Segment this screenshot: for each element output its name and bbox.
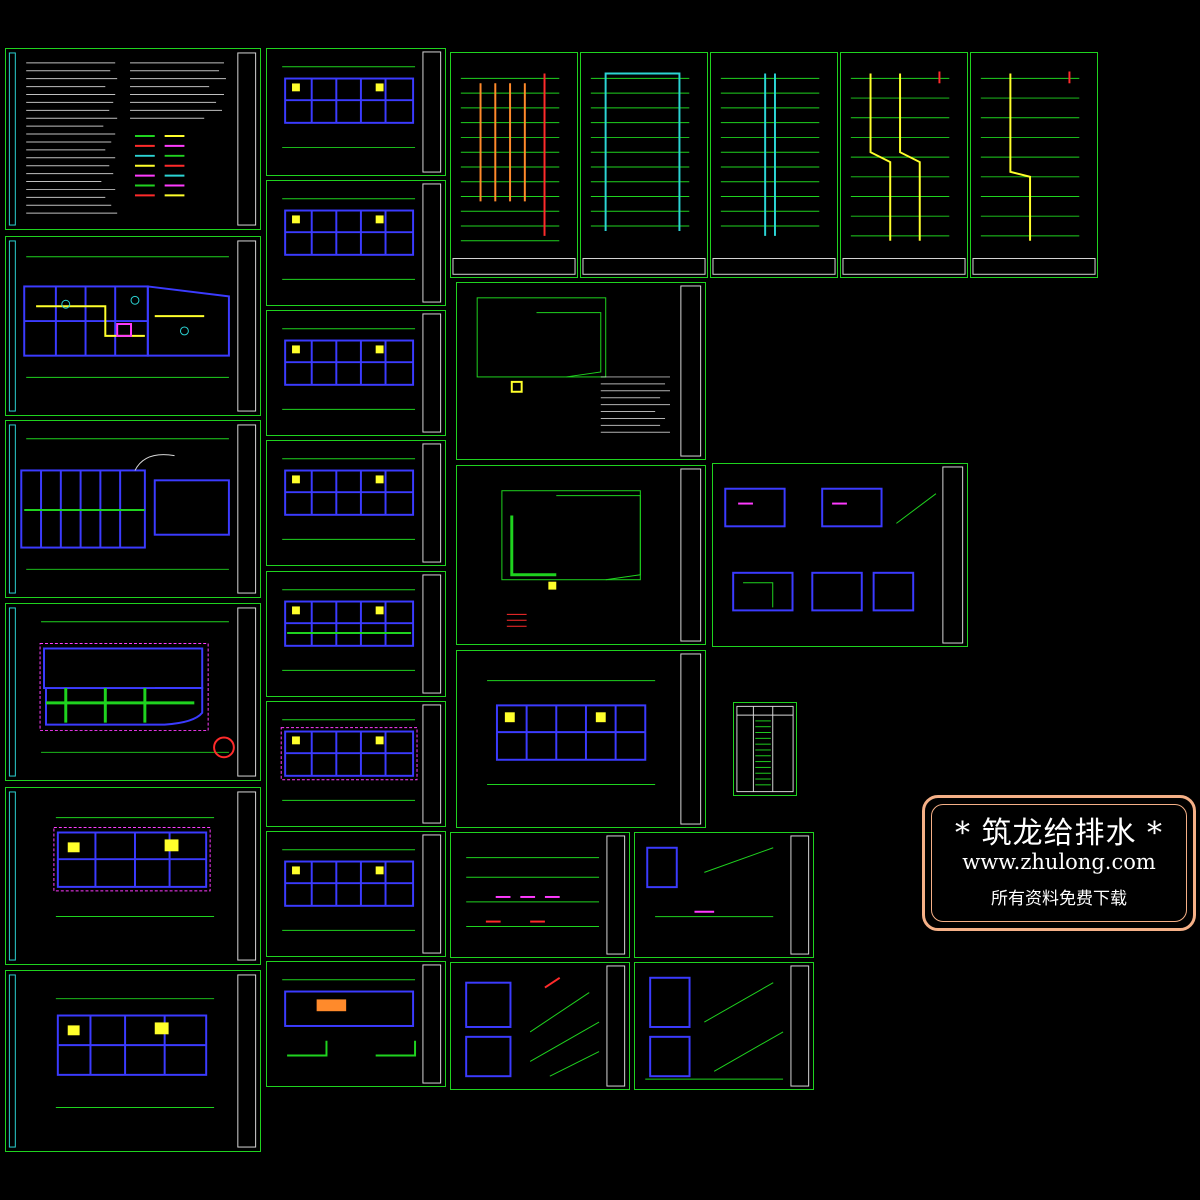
drawing-sheet-material-schedule[interactable] xyxy=(733,702,797,796)
floor-plan-drawing xyxy=(282,313,442,433)
drawing-sheet-typical-floor-1[interactable] xyxy=(266,48,446,176)
detail-drawing xyxy=(724,466,964,644)
floor-plan-drawing xyxy=(8,974,257,1148)
drawing-sheet-detail-3[interactable] xyxy=(450,962,630,1090)
drawing-sheet-riser-5[interactable] xyxy=(970,52,1098,278)
floor-plan-drawing xyxy=(487,653,702,825)
drawing-sheet-detail-4[interactable] xyxy=(634,962,814,1090)
drawing-sheet-floor-plan-5[interactable] xyxy=(5,970,261,1152)
drawing-sheet-riser-4[interactable] xyxy=(840,52,968,278)
detail-drawing xyxy=(465,965,626,1087)
drawing-sheet-detail-2[interactable] xyxy=(634,832,814,958)
pump-room-drawing xyxy=(476,285,702,457)
pump-room-drawing xyxy=(501,468,702,642)
detail-drawing xyxy=(646,835,810,955)
drawing-sheet-roof-plan[interactable] xyxy=(266,961,446,1087)
drawing-sheet-typical-floor-7[interactable] xyxy=(266,831,446,957)
floor-plan-drawing xyxy=(282,834,442,954)
detail-drawing xyxy=(466,835,626,955)
riser-diagram-drawing xyxy=(972,71,1096,275)
drawing-sheet-detail-1[interactable] xyxy=(450,832,630,958)
riser-diagram-drawing xyxy=(582,72,706,275)
floor-plan-drawing xyxy=(8,424,257,594)
drawing-sheet-pump-room-1[interactable] xyxy=(456,282,706,460)
riser-diagram-drawing xyxy=(842,71,966,275)
drawing-sheet-design-notes[interactable] xyxy=(5,48,261,230)
zhulong-watermark-banner[interactable]: * 筑龙给排水 * www.zhulong.com 所有资料免费下载 xyxy=(922,795,1196,931)
watermark-tagline: 所有资料免费下载 xyxy=(991,889,1127,909)
watermark-title: * 筑龙给排水 * xyxy=(954,816,1164,851)
schedule-drawing xyxy=(736,705,794,793)
watermark-url[interactable]: www.zhulong.com xyxy=(962,850,1156,874)
drawing-sheet-floor-plan-2[interactable] xyxy=(5,420,261,598)
detail-drawing xyxy=(645,965,810,1087)
floor-plan-drawing xyxy=(282,443,442,563)
drawing-sheet-typical-floor-5[interactable] xyxy=(266,571,446,697)
drawing-sheet-typical-floor-3[interactable] xyxy=(266,310,446,436)
drawing-sheet-typical-floor-4[interactable] xyxy=(266,440,446,566)
floor-plan-drawing xyxy=(8,607,257,777)
floor-plan-drawing xyxy=(8,240,257,412)
drawing-sheet-floor-plan-1[interactable] xyxy=(5,236,261,416)
drawing-sheet-floor-plan-4[interactable] xyxy=(5,787,261,965)
drawing-sheet-pump-details[interactable] xyxy=(712,463,968,647)
drawing-sheet-riser-1[interactable] xyxy=(450,52,578,278)
drawing-sheet-typical-floor-6[interactable] xyxy=(266,701,446,827)
floor-plan-drawing xyxy=(282,51,442,173)
design-notes-drawing xyxy=(8,52,257,226)
floor-plan-drawing xyxy=(282,964,442,1084)
floor-plan-drawing xyxy=(282,183,442,303)
floor-plan-drawing xyxy=(8,791,257,961)
riser-diagram-drawing xyxy=(452,73,576,275)
drawing-sheet-pump-room-2[interactable] xyxy=(456,465,706,645)
drawing-sheet-floor-plan-6[interactable] xyxy=(456,650,706,828)
floor-plan-drawing xyxy=(282,574,442,694)
watermark-inner-border xyxy=(931,804,1187,922)
drawing-sheet-riser-2[interactable] xyxy=(580,52,708,278)
drawing-sheet-typical-floor-2[interactable] xyxy=(266,180,446,306)
drawing-sheet-riser-3[interactable] xyxy=(710,52,838,278)
floor-plan-drawing xyxy=(280,704,442,824)
riser-diagram-drawing xyxy=(712,73,836,275)
drawing-sheet-floor-plan-3[interactable] xyxy=(5,603,261,781)
